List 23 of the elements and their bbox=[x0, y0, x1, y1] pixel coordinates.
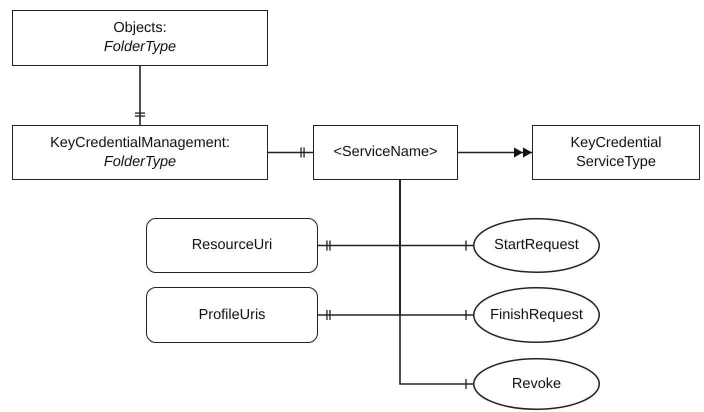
object-box bbox=[313, 125, 458, 180]
method-ellipse bbox=[473, 358, 600, 410]
reference-line bbox=[268, 148, 313, 158]
node-label: KeyCredentialManagement: bbox=[50, 134, 230, 152]
node-label: KeyCredential ServiceType bbox=[569, 134, 663, 172]
reference-line bbox=[135, 66, 145, 125]
type-name: FolderType bbox=[104, 152, 176, 172]
type-box bbox=[532, 125, 700, 180]
node-label: ProfileUris bbox=[198, 306, 266, 324]
node-label: StartRequest bbox=[494, 236, 579, 255]
method-ellipse bbox=[473, 287, 600, 343]
node-label: ResourceUri bbox=[192, 236, 272, 255]
node-label: Revoke bbox=[512, 374, 562, 394]
object-box bbox=[12, 125, 268, 180]
reference-line bbox=[399, 180, 473, 390]
variable-box bbox=[146, 287, 318, 343]
type-name: FolderType bbox=[104, 38, 176, 57]
variable-box bbox=[146, 218, 318, 273]
object-box bbox=[12, 10, 268, 66]
node-label: Objects: bbox=[113, 19, 167, 38]
node-label: FinishRequest bbox=[490, 306, 583, 324]
node-label: <ServiceName> bbox=[334, 143, 438, 162]
method-ellipse bbox=[473, 218, 600, 273]
